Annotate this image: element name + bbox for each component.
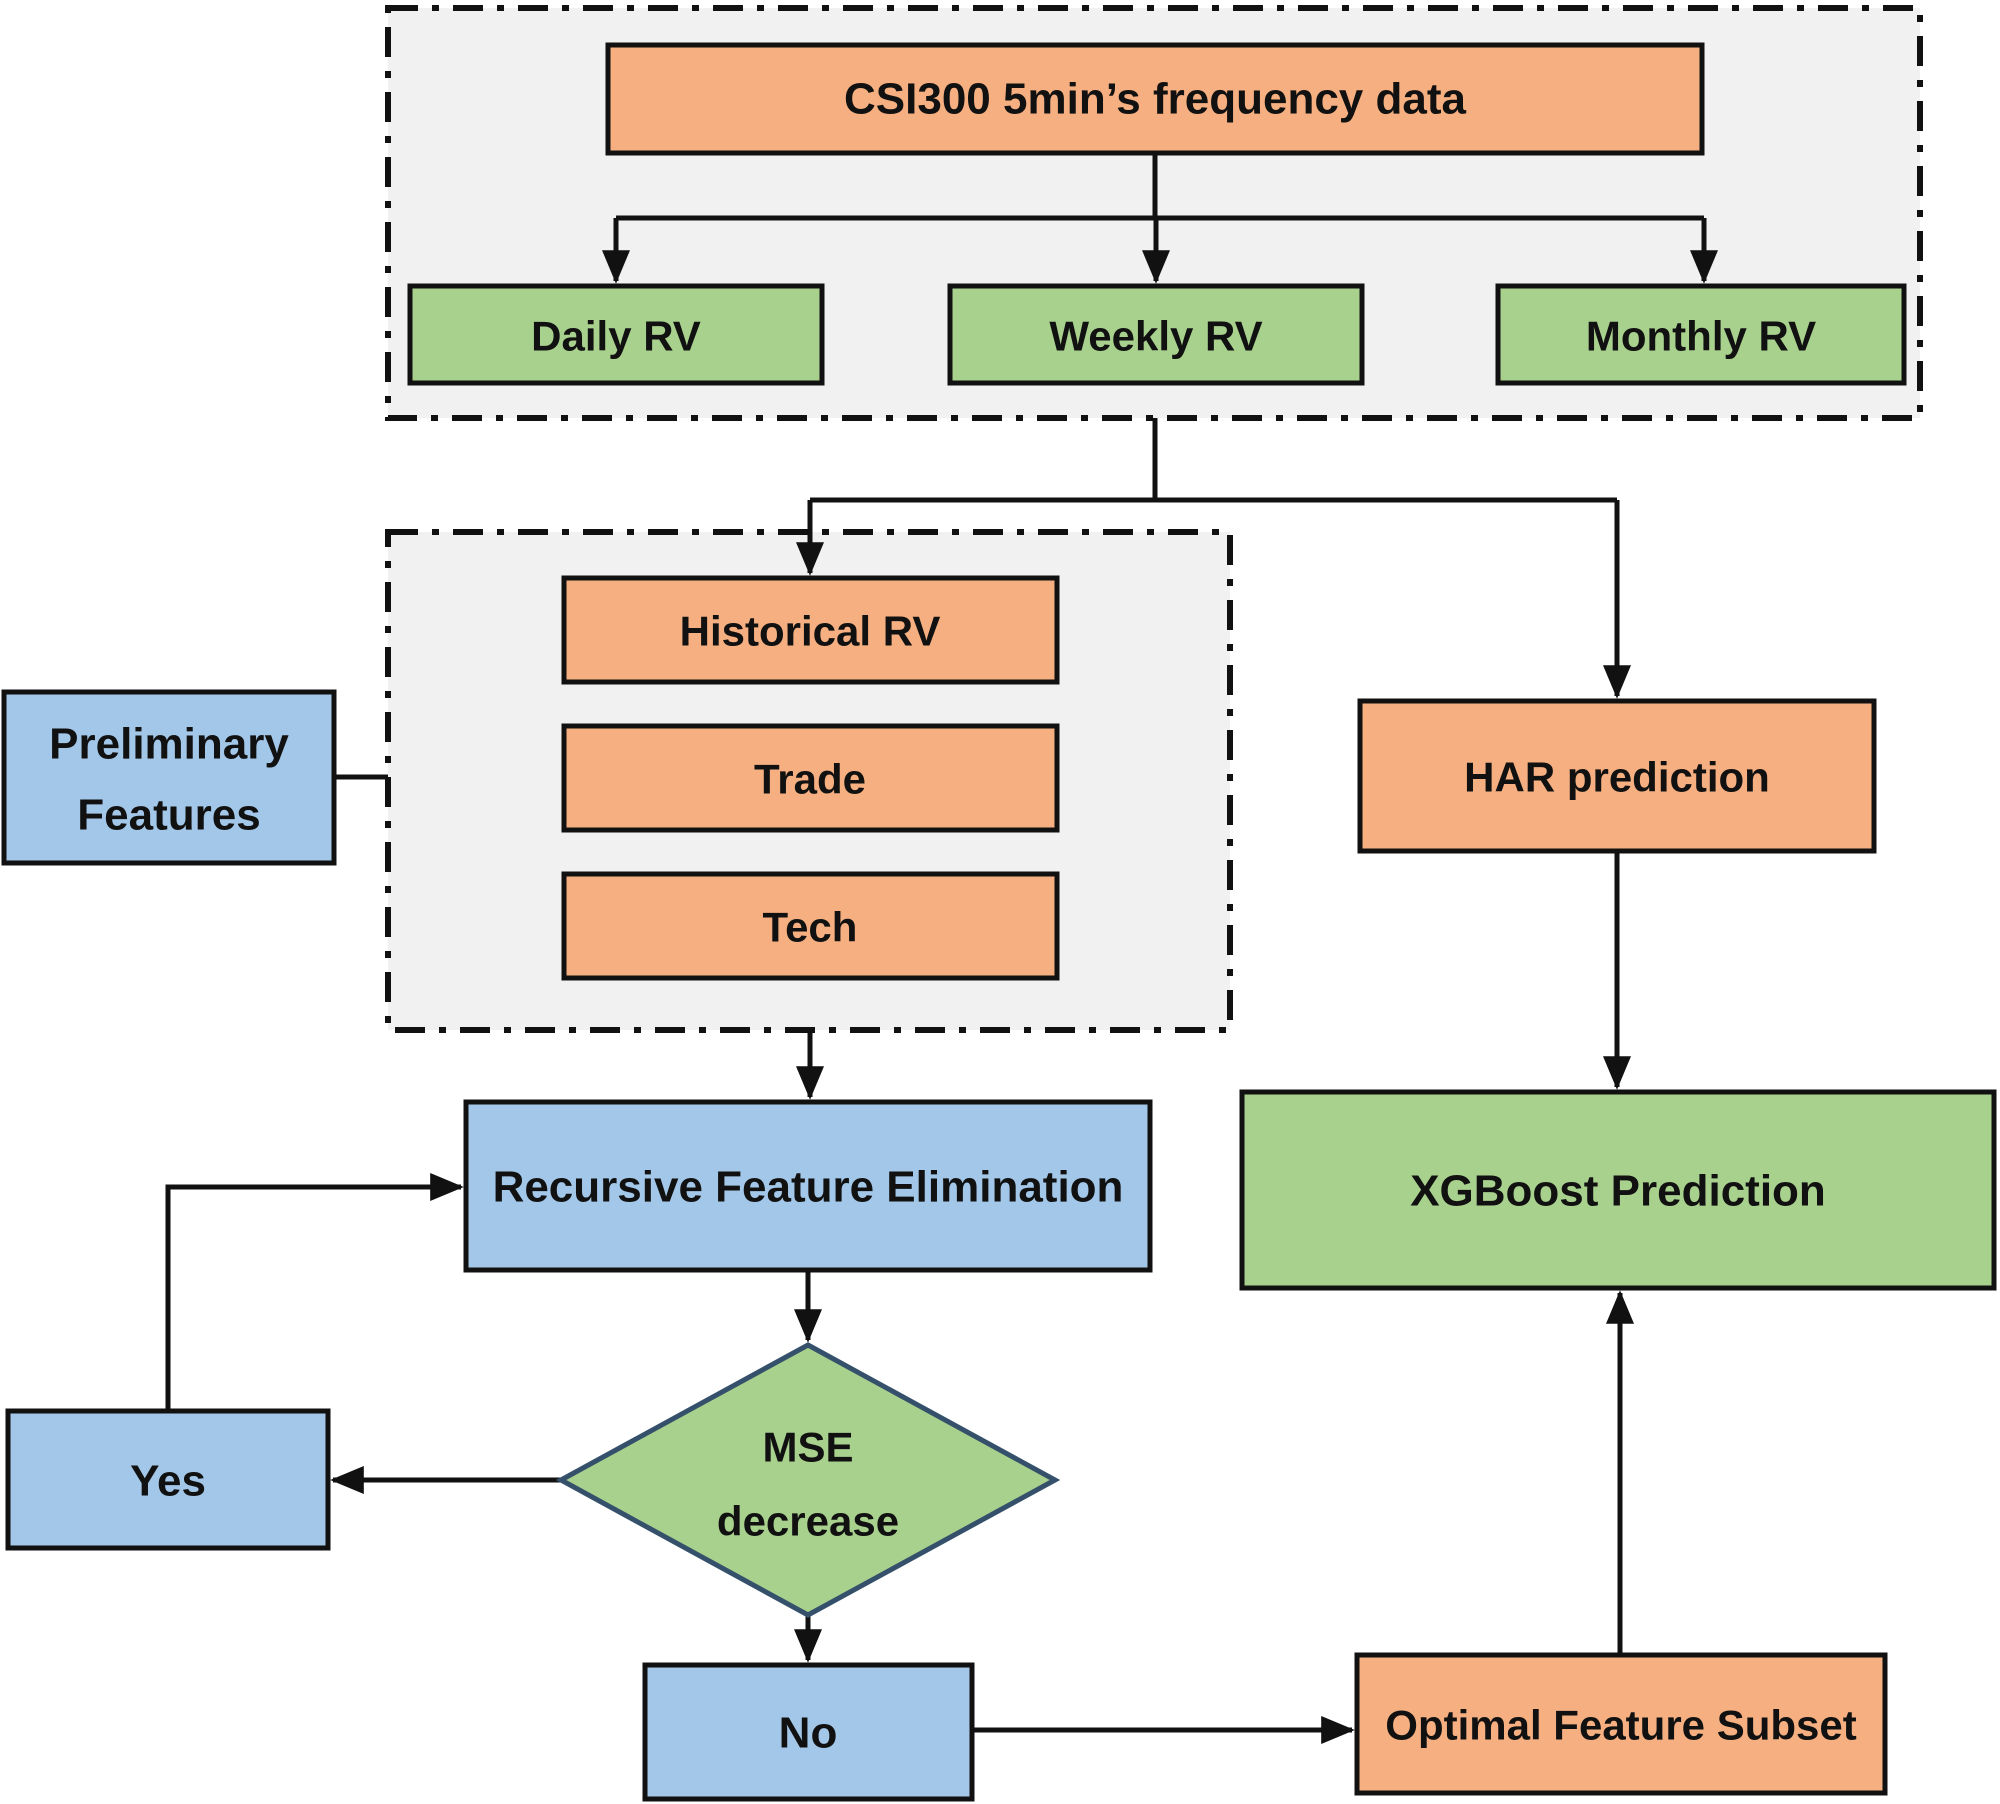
- node-preliminary-features-label-line1: Preliminary: [49, 720, 289, 769]
- node-trade: [561, 723, 1060, 833]
- node-historical-rv-label: Historical RV: [680, 608, 941, 655]
- node-preliminary-features: [1, 689, 337, 866]
- node-no: [642, 1662, 975, 1802]
- node-weekly-rv: [947, 283, 1365, 386]
- node-optimal-feature-subset: [1354, 1652, 1888, 1796]
- node-mse-decrease-label-line2: decrease: [717, 1498, 899, 1545]
- node-monthly-rv: [1495, 283, 1907, 386]
- node-xgboost-prediction: [1239, 1089, 1997, 1291]
- node-recursive-feature-elimination: [463, 1099, 1153, 1273]
- node-mse-decrease-label-line1: MSE: [762, 1424, 853, 1471]
- node-no-label: No: [779, 1709, 838, 1758]
- node-weekly-rv-label: Weekly RV: [1049, 313, 1262, 360]
- node-yes-label: Yes: [130, 1457, 206, 1506]
- node-har-prediction-label: HAR prediction: [1464, 754, 1770, 801]
- node-monthly-rv-label: Monthly RV: [1586, 313, 1816, 360]
- node-tech: [561, 871, 1060, 981]
- node-xgboost-prediction-label: XGBoost Prediction: [1410, 1167, 1826, 1216]
- node-daily-rv: [407, 283, 825, 386]
- connector-yes-loop-to-rfe: [165, 1173, 464, 1411]
- node-daily-rv-label: Daily RV: [531, 313, 701, 360]
- node-yes: [5, 1408, 331, 1551]
- node-recursive-feature-elimination-label: Recursive Feature Elimination: [493, 1163, 1124, 1212]
- node-historical-rv: [561, 575, 1060, 685]
- node-optimal-feature-subset-label: Optimal Feature Subset: [1385, 1702, 1856, 1749]
- node-mse-decrease-diamond: [555, 1342, 1061, 1618]
- node-tech-label: Tech: [763, 904, 858, 951]
- node-trade-label: Trade: [754, 756, 866, 803]
- node-har-prediction: [1357, 698, 1877, 854]
- node-preliminary-features-label-line2: Features: [77, 791, 260, 840]
- node-csi300: [605, 42, 1705, 156]
- node-csi300-label: CSI300 5min’s frequency data: [844, 75, 1466, 124]
